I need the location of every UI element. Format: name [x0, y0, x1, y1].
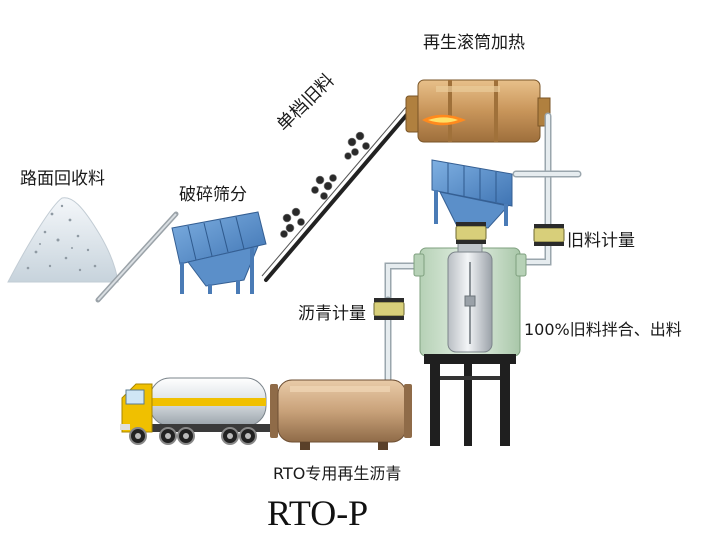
meter-left-top	[455, 222, 487, 244]
meter-right	[533, 224, 565, 246]
diagram-title: RTO-P	[267, 493, 369, 533]
drum-heater	[405, 79, 551, 143]
label-rto-asphalt: RTO专用再生沥青	[273, 464, 402, 483]
label-pile: 路面回收料	[20, 169, 105, 189]
rap-pile	[7, 197, 119, 283]
mixer-tower	[413, 239, 527, 446]
meter-asphalt	[373, 298, 405, 320]
tanker-truck	[120, 377, 270, 445]
label-crusher: 破碎筛分	[179, 185, 247, 205]
label-drum-heating: 再生滚筒加热	[423, 33, 525, 53]
crusher-screen	[171, 211, 267, 294]
conveyor-1	[95, 211, 179, 303]
asphalt-tank	[270, 379, 412, 450]
label-asphalt-metering: 沥青计量	[298, 304, 366, 324]
conveyor-2	[261, 99, 418, 282]
label-mixing: 100%旧料拌合、出料	[524, 320, 682, 339]
label-rap-metering: 旧料计量	[567, 231, 635, 251]
hot-screen	[431, 159, 513, 229]
